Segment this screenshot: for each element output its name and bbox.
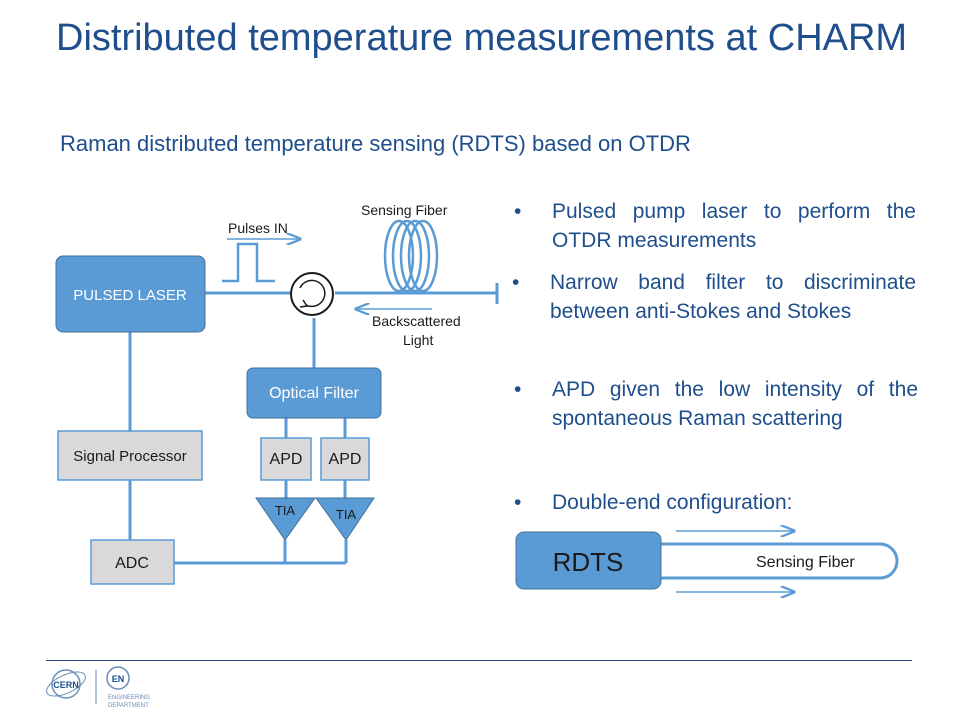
bullet-marker: • [512,271,520,294]
tia-label-1: TIA [275,503,296,518]
fiber-loop [660,542,899,580]
pulsed-laser-label: PULSED LASER [73,287,187,304]
en-logo: EN ENGINEERING DEPARTMENT [106,666,150,709]
department-line-1: ENGINEERING [108,695,150,701]
fiber-coil [383,219,439,293]
slide-subtitle: Raman distributed temperature sensing (R… [60,131,691,156]
backscattered-label-1: Backscattered [372,313,461,329]
slide-title: Distributed temperature measurements at … [56,17,908,59]
bullet-text: Double-end configuration: [552,491,793,514]
cern-logo-text: CERN [53,680,79,690]
bullet-text: APD given the low intensity of the spont… [552,378,918,430]
pulse-waveform [222,242,275,283]
signal-processor-label: Signal Processor [73,448,186,465]
tia-label-2: TIA [336,507,357,522]
pulsed-laser-box [55,255,206,333]
signal-processor-box [57,430,203,481]
bullet-apd: • APD given the low intensity of the spo… [514,375,918,433]
bullet-text: Narrow band filter to discriminate betwe… [550,271,916,323]
double-end-sensing-fiber-label: Sensing Fiber [756,554,855,571]
bullet-marker: • [514,200,522,223]
en-badge-text: EN [112,674,125,684]
bullet-marker: • [514,491,522,514]
bullet-marker: • [514,378,522,401]
rdts-label: RDTS [553,547,624,577]
rdts-box [515,531,662,590]
apd-box-2 [320,437,370,481]
bullet-pulsed-laser: • Pulsed pump laser to perform the OTDR … [514,197,916,255]
bullet-narrow-filter: • Narrow band filter to discriminate bet… [512,268,916,326]
tia-amplifier-2 [315,497,375,541]
optical-filter-box [246,367,382,419]
signal-wires [128,283,499,565]
footer-divider [46,660,912,661]
cern-logo: CERN [46,669,86,699]
pulses-in-label: Pulses IN [228,220,288,236]
double-end-diagram: RDTS Sensing Fiber [515,531,899,592]
backscattered-label-2: Light [403,332,433,348]
bullet-text: Pulsed pump laser to perform the OTDR me… [552,200,916,252]
sensing-fiber-label: Sensing Fiber [361,202,448,218]
apd-label-2: APD [329,451,362,468]
circulator-icon [290,272,334,316]
adc-label: ADC [115,555,149,572]
optical-filter-label: Optical Filter [269,385,359,402]
adc-box [90,539,175,585]
department-line-2: DEPARTMENT [108,703,149,709]
tia-amplifier-1 [255,497,316,541]
apd-label-1: APD [270,451,303,468]
apd-box-1 [260,437,312,481]
bullet-double-end: • Double-end configuration: [514,488,918,517]
